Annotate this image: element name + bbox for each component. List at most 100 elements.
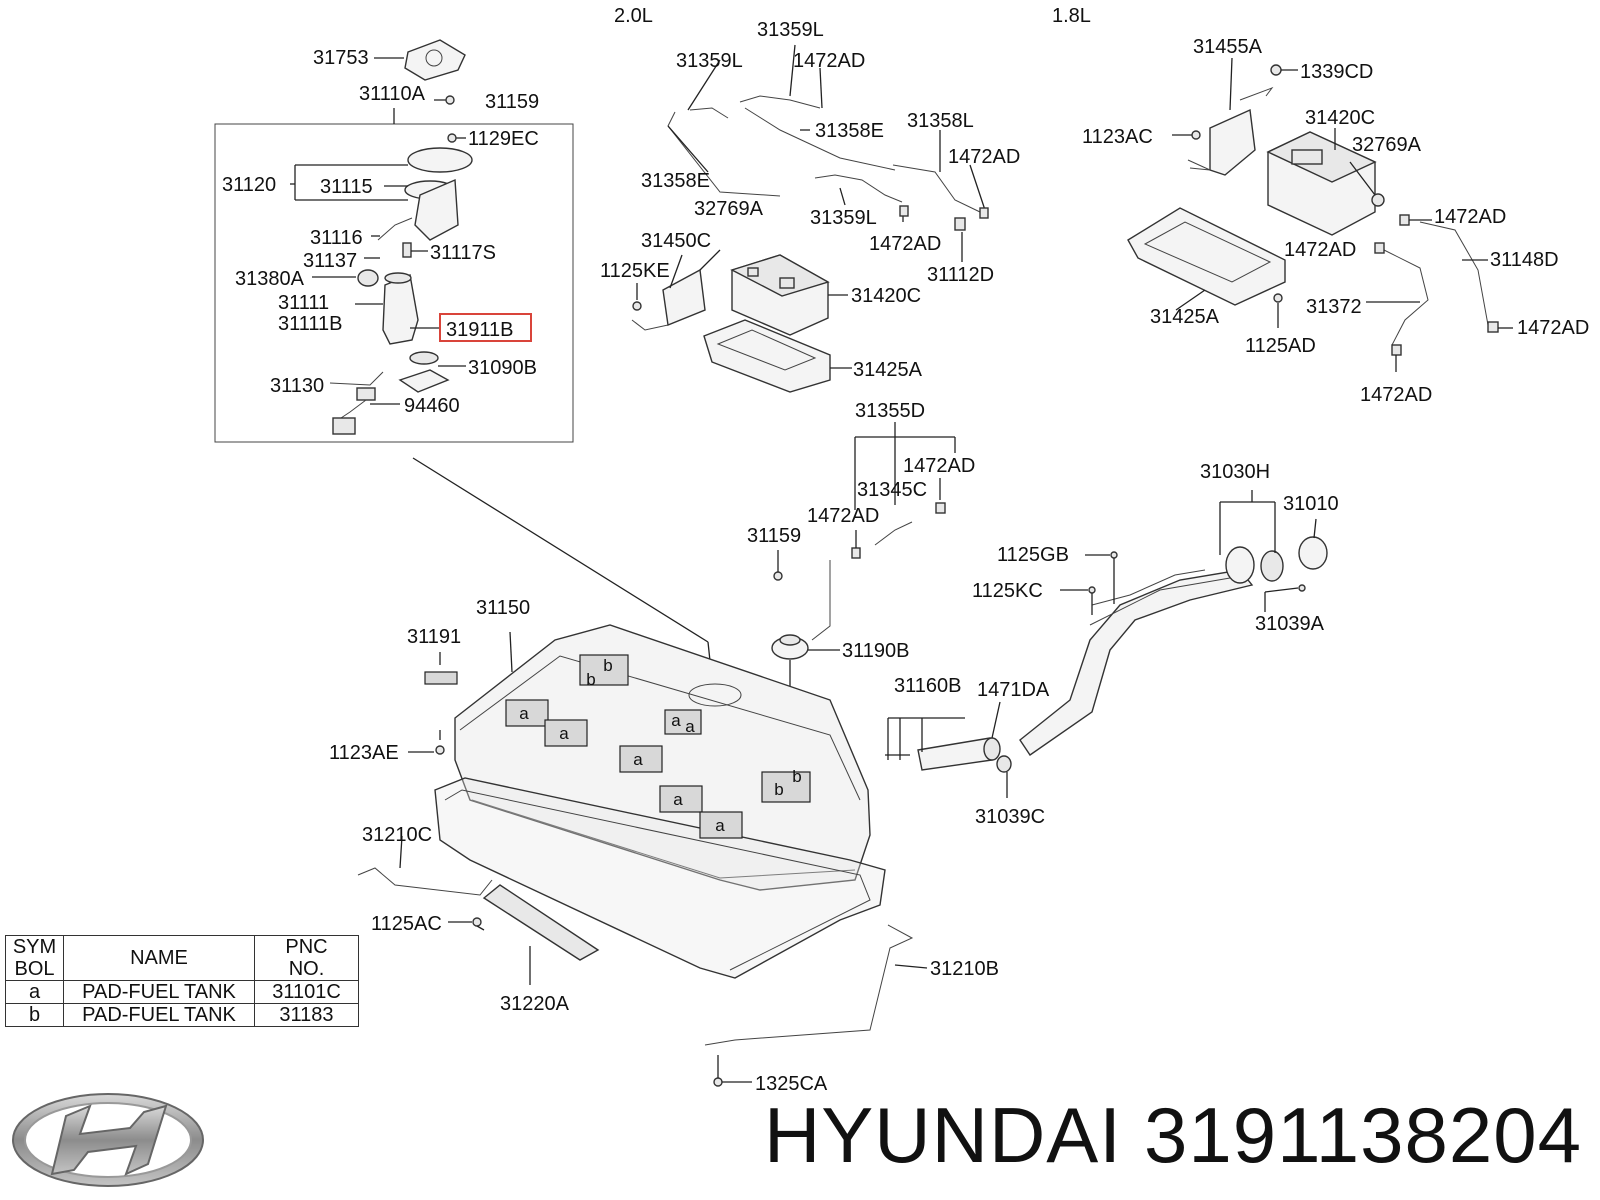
callout-31159: 31159 [485, 91, 539, 113]
callout-31030h: 31030H [1200, 461, 1270, 483]
callout-31191: 31191 [407, 626, 461, 648]
callout-1125ac: 1125AC [371, 913, 442, 935]
callout-31120: 31120 [222, 174, 276, 196]
brand-name: HYUNDAI [763, 1091, 1122, 1179]
callout-31358e: 31358E [815, 120, 884, 142]
legend-row: a PAD-FUEL TANK 31101C [5, 980, 359, 1004]
callout-1472ad: 1472AD [903, 455, 975, 477]
legend-header-pnc: PNC NO. [254, 935, 359, 981]
callout-31210b: 31210B [930, 958, 999, 980]
pad-mark-b: b [603, 656, 612, 675]
callout-1472ad: 1472AD [1434, 206, 1506, 228]
pad-mark-a: a [685, 717, 695, 736]
callout-1125ad: 1125AD [1245, 335, 1316, 357]
callout-31150: 31150 [476, 597, 530, 619]
callout-1125kc: 1125KC [972, 580, 1043, 602]
callout-31210c: 31210C [362, 824, 432, 846]
callout-1125ke: 1125KE [600, 260, 670, 282]
callout-31039a: 31039A [1255, 613, 1325, 635]
filler-neck-assembly [885, 490, 1328, 798]
engine-label-1.8l: 1.8L [1052, 5, 1091, 27]
legend-row: b PAD-FUEL TANK 31183 [5, 1003, 359, 1027]
callout-31455a: 31455A [1193, 36, 1263, 58]
highlight-box [439, 313, 532, 342]
callout-31130: 31130 [270, 375, 324, 397]
callout-1472ad: 1472AD [807, 505, 879, 527]
pad-mark-a: a [715, 816, 725, 835]
callout-31111: 31111 [278, 292, 329, 314]
callout-31425a: 31425A [1150, 306, 1220, 328]
pump-to-tank-leader [412, 457, 709, 643]
canister-assembly-1.8l [1127, 57, 1513, 372]
callout-1125gb: 1125GB [997, 544, 1069, 566]
callout-31220a: 31220A [500, 993, 570, 1015]
callout-31359l: 31359L [810, 207, 877, 229]
callout-31115: 31115 [320, 176, 373, 198]
callout-31358l: 31358L [907, 110, 974, 132]
callout-31358e: 31358E [641, 170, 710, 192]
callout-31116: 31116 [310, 227, 363, 249]
tank-straps [357, 835, 928, 1087]
callout-31111b: 31111B [278, 313, 343, 335]
pad-mark-a: a [633, 750, 643, 769]
callout-31450c: 31450C [641, 230, 711, 252]
engine-label-2.0l: 2.0L [614, 5, 653, 27]
callout-1472ad: 1472AD [869, 233, 941, 255]
fuel-pump-assembly [214, 39, 574, 443]
callout-31110a: 31110A [359, 83, 426, 105]
callout-31355d: 31355D [855, 400, 925, 422]
legend-symbol: b [5, 1003, 64, 1027]
callout-1471da: 1471DA [977, 679, 1050, 701]
callout-31420c: 31420C [1305, 107, 1375, 129]
pad-mark-b: b [586, 670, 595, 689]
callout-31359l: 31359L [676, 50, 743, 72]
legend-symbol: a [5, 980, 64, 1004]
callout-31117s: 31117S [430, 242, 496, 264]
callout-31039c: 31039C [975, 806, 1045, 828]
callout-31112d: 31112D [927, 264, 994, 286]
callout-31345c: 31345C [857, 479, 927, 501]
legend-header-symbol: SYM BOL [5, 935, 64, 981]
canister-assembly-2.0l [631, 44, 989, 393]
pad-mark-a: a [671, 711, 681, 730]
callout-31420c: 31420C [851, 285, 921, 307]
callout-1123ac: 1123AC [1082, 126, 1153, 148]
legend-name: PAD-FUEL TANK [63, 980, 255, 1004]
callout-31753: 31753 [313, 47, 369, 69]
callout-1472ad: 1472AD [1517, 317, 1589, 339]
callout-1123ae: 1123AE [329, 742, 399, 764]
callout-1472ad: 1472AD [1360, 384, 1432, 406]
hyundai-logo-icon [12, 1093, 204, 1187]
callout-1339cd: 1339CD [1300, 61, 1373, 83]
part-number: 3191138204 [1143, 1091, 1582, 1179]
callout-31010: 31010 [1283, 493, 1339, 515]
pad-mark-b: b [774, 780, 783, 799]
callout-31380a: 31380A [235, 268, 305, 290]
pad-mark-a: a [519, 704, 529, 723]
callout-31090b: 31090B [468, 357, 537, 379]
callout-31425a: 31425A [853, 359, 923, 381]
callout-1325ca: 1325CA [755, 1073, 828, 1095]
callout-32769a: 32769A [1352, 134, 1422, 156]
callout-31148d: 31148D [1490, 249, 1559, 271]
legend-pnc: 31101C [254, 980, 359, 1004]
callout-94460: 94460 [404, 395, 460, 417]
legend-name: PAD-FUEL TANK [63, 1003, 255, 1027]
legend-header-row: SYM BOL NAME PNC NO. [5, 935, 359, 981]
callout-31137: 31137 [303, 250, 357, 272]
legend-header-name: NAME [63, 935, 255, 981]
callout-31911b: 31911B [446, 319, 513, 341]
callout-31160b: 31160B [894, 675, 961, 697]
pad-mark-a: a [559, 724, 569, 743]
pad-mark-b: b [792, 767, 801, 786]
symbol-legend-table: SYM BOL NAME PNC NO. a PAD-FUEL TANK 311… [5, 935, 359, 1027]
callout-31359l: 31359L [757, 19, 824, 41]
callout-1129ec: 1129EC [468, 128, 539, 150]
pad-mark-a: a [673, 790, 683, 809]
callout-1472ad: 1472AD [793, 50, 865, 72]
callout-1472ad: 1472AD [948, 146, 1020, 168]
